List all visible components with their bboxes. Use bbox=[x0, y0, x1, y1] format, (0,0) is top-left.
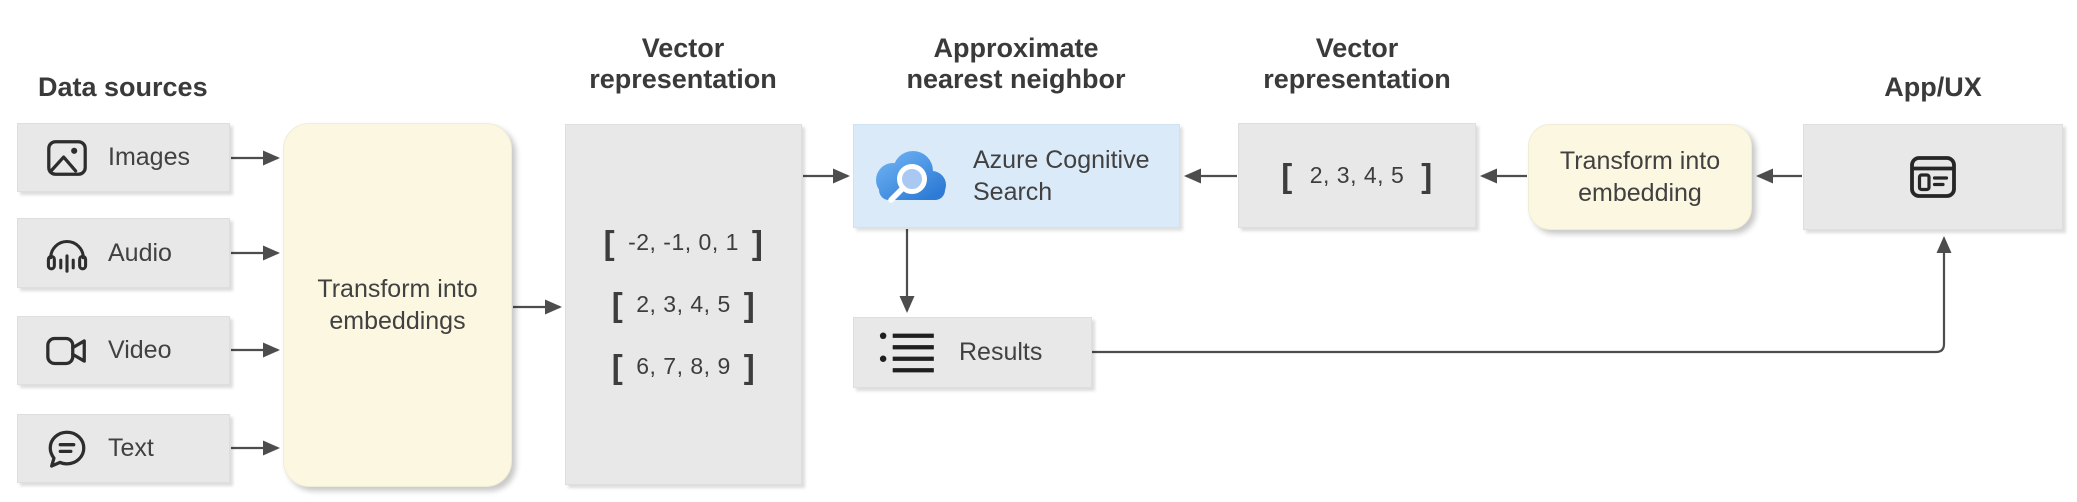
heading-vector-representation-left: Vector representation bbox=[589, 33, 777, 94]
heading-vector-representation-right: Vector representation bbox=[1263, 33, 1451, 94]
source-label: Images bbox=[108, 143, 190, 171]
app-ux-box bbox=[1803, 124, 2063, 230]
image-icon bbox=[44, 135, 90, 181]
vector-row: [ -2, -1, 0, 1 ] bbox=[603, 223, 764, 261]
transform-into-embedding-label: Transform into embedding bbox=[1559, 147, 1721, 207]
video-icon bbox=[44, 328, 90, 374]
transform-into-embedding-box: Transform into embedding bbox=[1528, 124, 1752, 230]
transform-into-embeddings-box: Transform into embeddings bbox=[283, 123, 512, 487]
arrow-results-to-appux bbox=[1092, 236, 1952, 354]
azure-cognitive-search-box: Azure Cognitive Search bbox=[853, 124, 1180, 228]
heading-data-sources: Data sources bbox=[38, 72, 208, 102]
azure-cognitive-search-cloud-icon bbox=[867, 144, 951, 208]
results-box: Results bbox=[853, 317, 1092, 388]
images-source-box: Images bbox=[17, 123, 230, 192]
audio-source-box: Audio bbox=[17, 218, 230, 288]
text-source-box: Text bbox=[17, 414, 230, 483]
vector-row: [ 6, 7, 8, 9 ] bbox=[611, 347, 756, 385]
heading-approximate-nearest-neighbor: Approximate nearest neighbor bbox=[906, 33, 1126, 94]
vector-row: [ 2, 3, 4, 5 ] bbox=[611, 285, 756, 323]
vector-representation-box-left: [ -2, -1, 0, 1 ] [ 2, 3, 4, 5 ] [ 6, 7, … bbox=[565, 124, 802, 485]
heading-app-ux: App/UX bbox=[1884, 72, 1982, 102]
transform-into-embeddings-label: Transform into embeddings bbox=[317, 275, 478, 335]
browser-window-icon bbox=[1909, 155, 1957, 200]
video-source-box: Video bbox=[17, 316, 230, 385]
source-label: Audio bbox=[108, 238, 172, 267]
vector-row: [ 2, 3, 4, 5 ] bbox=[1281, 156, 1433, 194]
results-label: Results bbox=[959, 338, 1043, 366]
azure-cognitive-search-label: Azure Cognitive Search bbox=[973, 146, 1150, 206]
audio-icon bbox=[44, 230, 90, 276]
bullet-list-icon bbox=[879, 331, 937, 375]
vector-representation-box-right: [ 2, 3, 4, 5 ] bbox=[1238, 123, 1476, 228]
source-label: Video bbox=[108, 336, 172, 364]
source-label: Text bbox=[108, 434, 154, 462]
text-icon bbox=[44, 426, 90, 472]
